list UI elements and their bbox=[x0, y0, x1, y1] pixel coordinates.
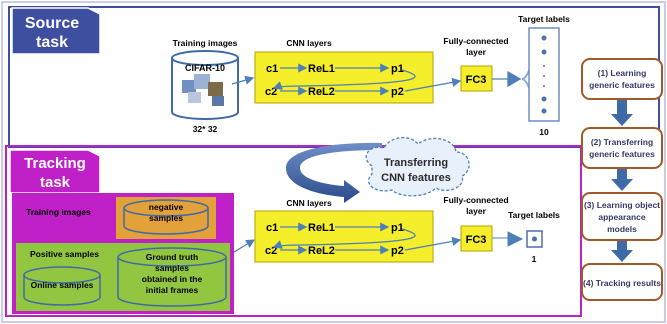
source-fc3: FC3 bbox=[466, 74, 487, 86]
step-3-line1: (3) Learning object bbox=[584, 200, 660, 210]
tracking-fc-label-line1: Fully-connected bbox=[443, 195, 508, 205]
source-fc-label-line2: layer bbox=[466, 47, 487, 57]
source-title-line1: Source bbox=[25, 15, 79, 32]
step-1-box bbox=[581, 58, 663, 100]
step-arrow-2 bbox=[611, 169, 633, 191]
negative-line2: samples bbox=[149, 213, 183, 223]
steps-flow: (1) Learning generic features (2) Transf… bbox=[581, 58, 663, 301]
positive-label: Positive samples bbox=[30, 249, 99, 259]
step-4-line1: (4) Tracking results bbox=[583, 278, 661, 288]
step-3-box bbox=[581, 192, 663, 241]
tracking-fc-label-line2: layer bbox=[466, 206, 487, 216]
tracking-title-line1: Tracking bbox=[24, 155, 86, 172]
tracking-cnn-arrows bbox=[272, 222, 462, 255]
source-cnn-box bbox=[254, 51, 434, 104]
tracking-target-label: Target labels bbox=[508, 210, 560, 220]
source-node-c1: c1 bbox=[266, 63, 278, 75]
tracking-cnn-label: CNN layers bbox=[286, 198, 332, 208]
tracking-node-p1: p1 bbox=[391, 222, 404, 234]
source-target-box bbox=[528, 27, 560, 122]
gt-line1: Ground truth bbox=[146, 252, 198, 262]
source-node-p2: p2 bbox=[391, 86, 404, 98]
sample-image-icon bbox=[212, 96, 224, 106]
tracking-fc-arrow bbox=[492, 231, 524, 247]
transfer-swirl-arrow bbox=[286, 142, 382, 203]
image-size-label: 32* 32 bbox=[193, 124, 218, 134]
ground-truth-cylinder bbox=[117, 247, 227, 307]
sample-image-icon bbox=[188, 92, 201, 103]
tracking-node-c1: c1 bbox=[266, 222, 278, 234]
transfer-text-line1: Transferring bbox=[384, 157, 448, 169]
tracking-node-relu2: ReL2 bbox=[308, 245, 335, 257]
tracking-task-tab bbox=[9, 149, 101, 194]
source-target-count: 10 bbox=[539, 127, 549, 137]
step-4-box bbox=[581, 263, 663, 301]
step-3-line2: appearance bbox=[598, 212, 646, 222]
step-2-line1: (2) Transferring bbox=[591, 137, 653, 147]
gt-line4: initial frames bbox=[146, 285, 199, 295]
negative-line1: negative bbox=[149, 202, 184, 212]
step-arrow-1 bbox=[611, 100, 633, 126]
source-cnn-label: CNN layers bbox=[286, 38, 332, 48]
tracking-training-label: Training images bbox=[26, 207, 91, 217]
source-cnn-arrows bbox=[231, 63, 462, 96]
source-fc-arrow bbox=[492, 70, 522, 88]
step-2-box bbox=[581, 127, 663, 169]
tracking-target-count: 1 bbox=[532, 254, 537, 264]
source-node-p1: p1 bbox=[391, 63, 404, 75]
online-label: Online samples bbox=[31, 280, 94, 290]
cifar-dataset-cylinder bbox=[171, 50, 239, 120]
source-training-label: Training images bbox=[173, 38, 238, 48]
source-node-relu2: ReL2 bbox=[308, 86, 335, 98]
source-title-line2: task bbox=[36, 34, 68, 51]
step-1-line2: generic features bbox=[589, 80, 655, 90]
tracking-title-line2: task bbox=[40, 174, 71, 191]
sample-image-icon bbox=[182, 80, 196, 93]
tracking-fc3-box bbox=[460, 225, 493, 252]
online-samples-cylinder bbox=[23, 266, 101, 306]
source-target-dots bbox=[541, 35, 547, 114]
negative-samples-cylinder bbox=[123, 199, 209, 235]
source-node-relu1: ReL1 bbox=[308, 63, 335, 75]
tracking-cnn-box bbox=[254, 210, 434, 263]
step-2-line2: generic features bbox=[589, 149, 655, 159]
step-3-line3: models bbox=[607, 224, 637, 234]
step-arrow-3 bbox=[611, 241, 633, 262]
gt-line3: obtained in the bbox=[142, 274, 203, 284]
step-arrows bbox=[611, 100, 633, 262]
transfer-cloud bbox=[365, 137, 470, 197]
data-to-cnn-arrow bbox=[233, 239, 256, 253]
sample-image-icon bbox=[194, 74, 210, 89]
tracking-node-p2: p2 bbox=[391, 245, 404, 257]
tracking-node-relu1: ReL1 bbox=[308, 222, 335, 234]
step-1-line1: (1) Learning bbox=[598, 68, 647, 78]
source-task-tab bbox=[11, 7, 101, 55]
sample-image-icon bbox=[208, 82, 223, 96]
transfer-text-line2: CNN features bbox=[381, 172, 451, 184]
tracking-fc3: FC3 bbox=[466, 234, 487, 246]
gt-line2: samples bbox=[155, 263, 189, 273]
dataset-name: CIFAR-10 bbox=[185, 63, 225, 73]
source-target-label: Target labels bbox=[518, 14, 570, 24]
source-fc-label-line1: Fully-connected bbox=[443, 36, 508, 46]
tracking-target-dot bbox=[532, 236, 537, 242]
